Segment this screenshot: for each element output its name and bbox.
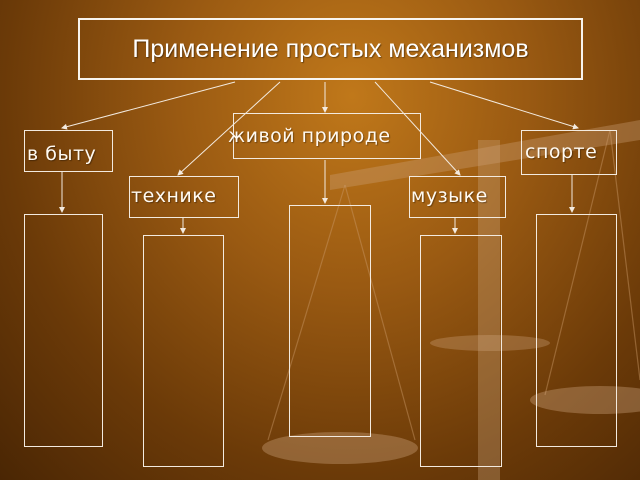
arrow-title-home xyxy=(61,81,236,130)
category-label-home: в быту xyxy=(27,143,97,165)
category-box-nature xyxy=(233,113,421,159)
category-label-sport: спорте xyxy=(525,141,598,163)
arrow-title-technology xyxy=(177,81,281,176)
category-label-music: музыке xyxy=(411,185,488,207)
category-box-home xyxy=(24,130,113,172)
category-label-technology: технике xyxy=(131,185,217,207)
answer-column-home xyxy=(24,214,103,447)
answer-column-music xyxy=(420,235,502,467)
answer-column-sport xyxy=(536,214,617,447)
arrow-title-music xyxy=(374,81,461,176)
category-label-nature: живой природе xyxy=(228,125,391,147)
answer-column-technology xyxy=(143,235,224,467)
category-box-technology xyxy=(129,176,239,218)
category-box-music xyxy=(409,176,506,218)
answer-column-nature xyxy=(289,205,371,437)
title-box xyxy=(78,18,583,80)
category-box-sport xyxy=(521,130,617,175)
arrow-title-sport xyxy=(429,81,579,130)
page-title: Применение простых механизмов xyxy=(132,34,529,63)
